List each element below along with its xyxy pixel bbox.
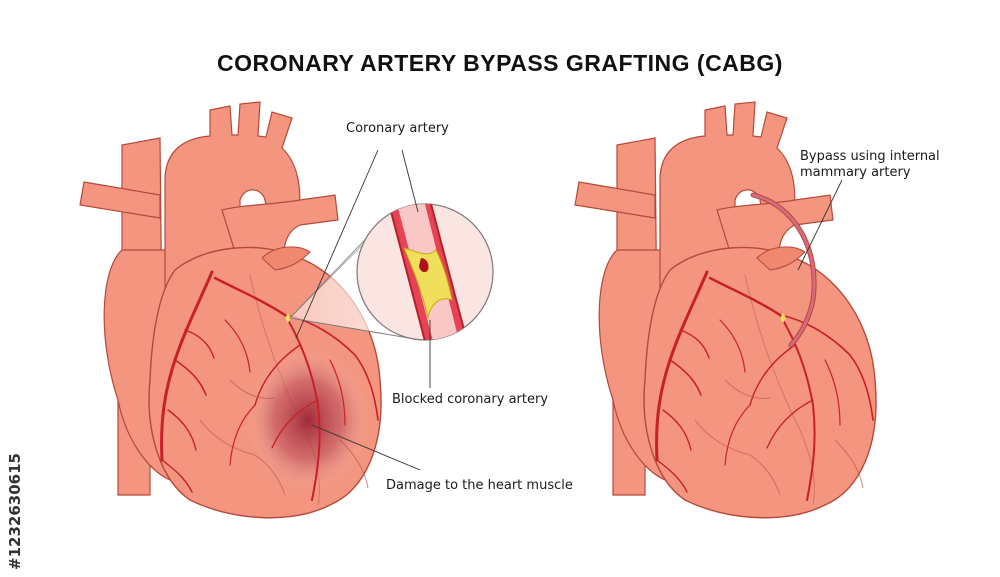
left-pulmonary-branch: [79, 181, 161, 219]
left-coronary-arteries: [160, 270, 379, 501]
left-aortic-arch: [164, 101, 301, 301]
zoom-inset: [356, 203, 494, 341]
leader-lines: [295, 149, 843, 471]
page-title: CORONARY ARTERY BYPASS GRAFTING (CABG): [217, 50, 783, 76]
left-atrial-appendage: [261, 246, 311, 271]
label-bypass-line1: Bypass using internal: [800, 149, 940, 164]
label-coronary-artery: Coronary artery: [346, 121, 449, 136]
blockage-marker: [285, 313, 291, 323]
left-coronary-veins: [199, 379, 369, 496]
label-bypass-line2: mammary artery: [800, 165, 911, 180]
label-damage-heart-muscle: Damage to the heart muscle: [386, 478, 573, 493]
label-blocked-coronary-artery: Blocked coronary artery: [392, 392, 549, 407]
stock-id-text: #1232630615: [6, 453, 24, 570]
right-heart: [574, 101, 877, 519]
left-heart: [79, 101, 382, 519]
stock-id: #1232630615: [6, 320, 26, 570]
heart-muscle-damage: [246, 348, 370, 492]
